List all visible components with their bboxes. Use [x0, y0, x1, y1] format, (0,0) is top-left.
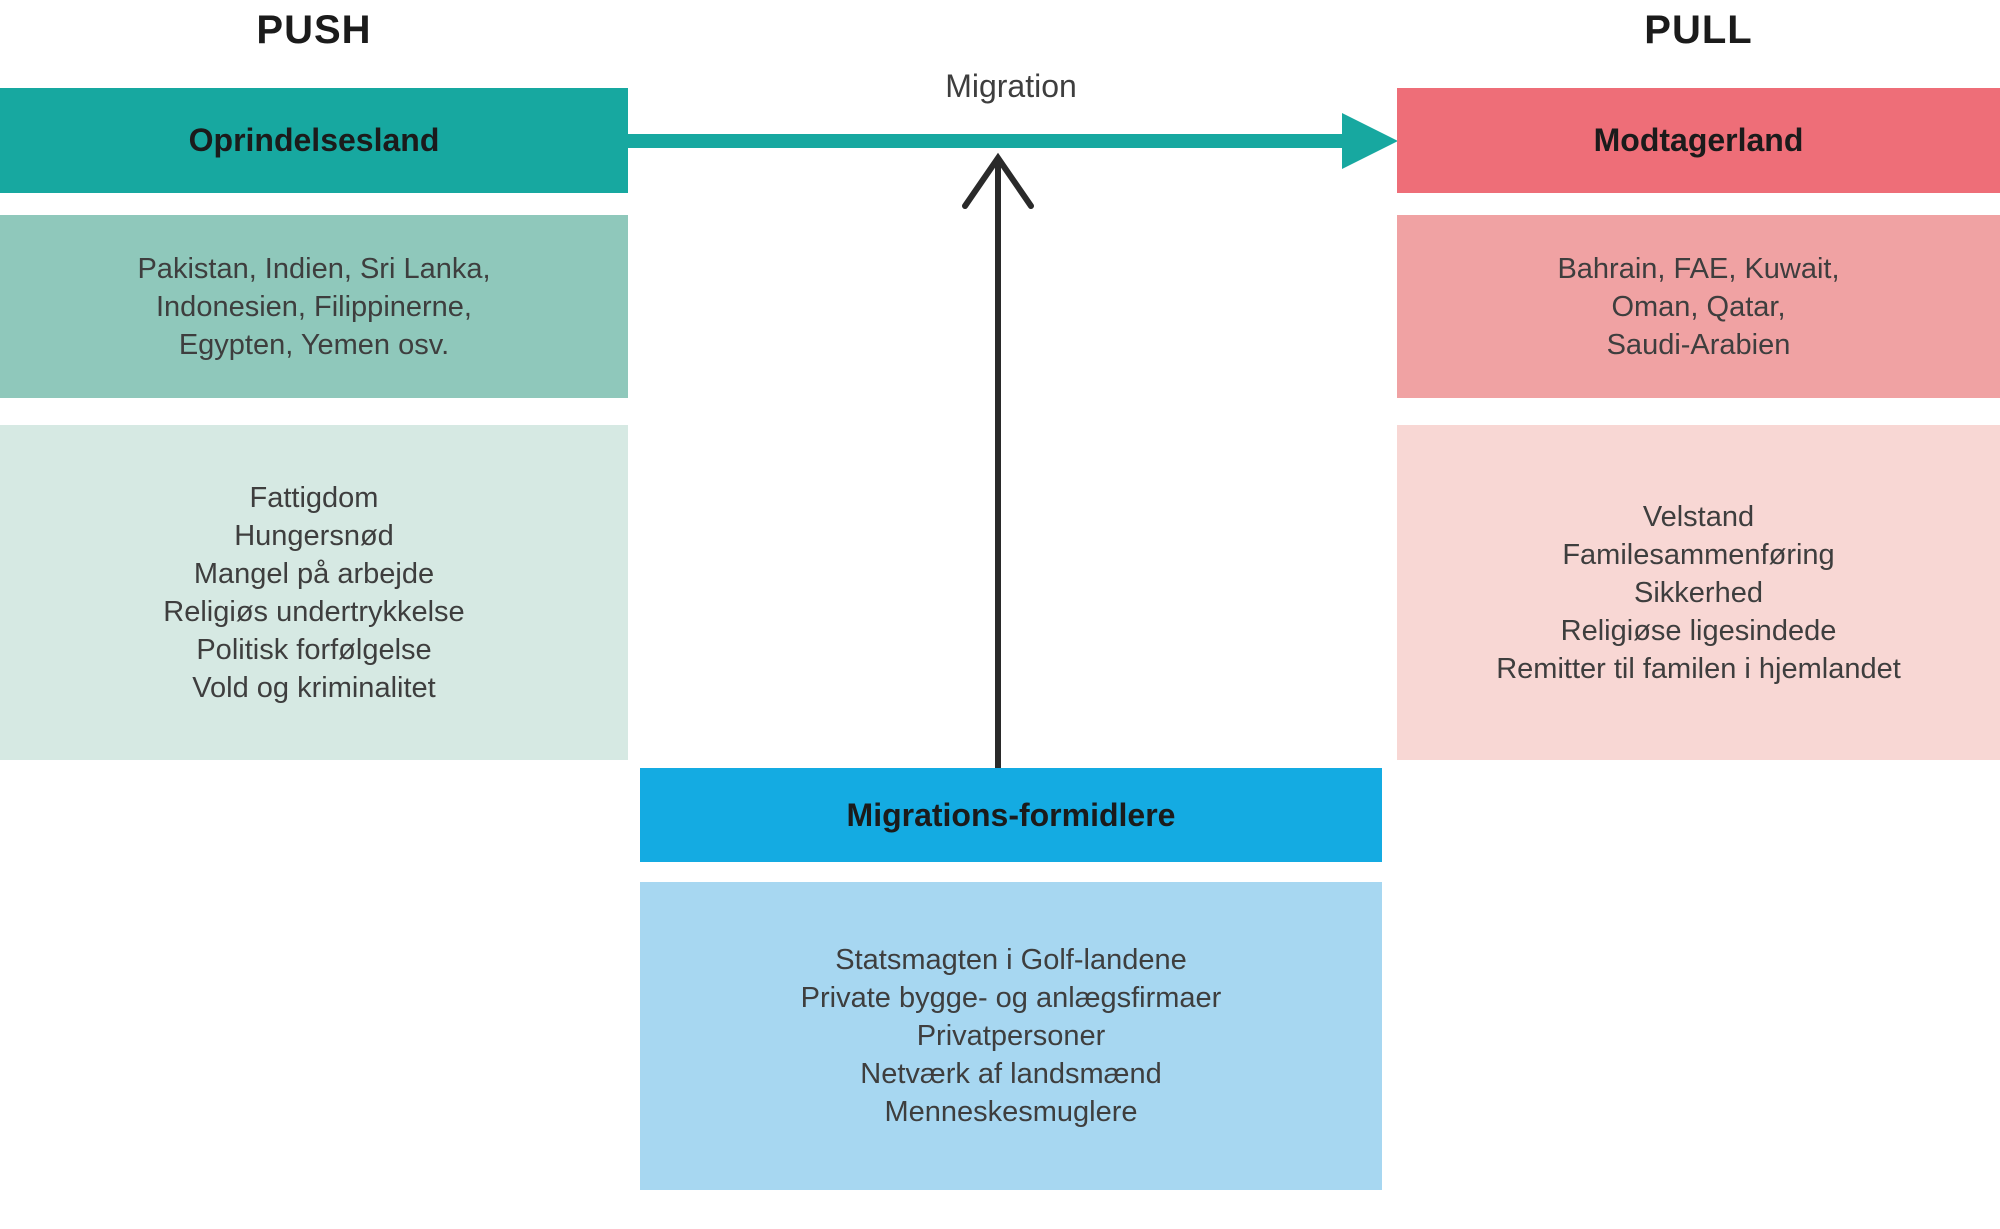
origin-country-header: Oprindelsesland [0, 88, 628, 193]
push-factor: Religiøs undertrykkelse [163, 595, 465, 628]
origin-countries-line: Indonesien, Filippinerne, [156, 290, 472, 323]
push-factor: Mangel på arbejde [193, 557, 435, 590]
migration-agents-header: Migrations-formidlere [640, 768, 1382, 862]
push-factor: Politisk forfølgelse [196, 633, 432, 666]
migration-arrow-head-icon [1342, 113, 1398, 169]
pull-title: PULL [1644, 8, 1753, 52]
pull-factor: Velstand [1642, 500, 1755, 533]
push-factor: Vold og kriminalitet [192, 671, 436, 704]
pull-factor: Remitter til familen i hjemlandet [1496, 652, 1901, 685]
migration-agents-box: Statsmagten i Golf-landene Private bygge… [640, 882, 1382, 1190]
push-factors-box: Fattigdom Hungersnød Mangel på arbejde R… [0, 425, 628, 760]
destination-countries-line: Oman, Qatar, [1611, 290, 1786, 323]
migration-arrow [624, 134, 1346, 148]
migration-agent: Private bygge- og anlægsfirmaer [800, 982, 1222, 1014]
destination-country-header: Modtagerland [1397, 88, 2000, 193]
migration-agent: Privatpersoner [916, 1020, 1106, 1052]
formidlere-up-arrow-icon [962, 152, 1034, 770]
origin-country-header-label: Oprindelsesland [188, 122, 440, 158]
push-title: PUSH [256, 8, 372, 52]
destination-countries-line: Bahrain, FAE, Kuwait, [1557, 252, 1840, 285]
origin-countries-box: Pakistan, Indien, Sri Lanka, Indonesien,… [0, 215, 628, 398]
migration-agent: Netværk af landsmænd [860, 1058, 1162, 1090]
destination-countries-box: Bahrain, FAE, Kuwait, Oman, Qatar, Saudi… [1397, 215, 2000, 398]
push-factor: Hungersnød [234, 519, 394, 552]
pull-factor: Religiøse ligesindede [1560, 614, 1837, 647]
destination-country-header-label: Modtagerland [1593, 122, 1804, 158]
migration-agent: Statsmagten i Golf-landene [835, 944, 1187, 976]
destination-countries-line: Saudi-Arabien [1606, 328, 1791, 361]
origin-countries-line: Egypten, Yemen osv. [178, 328, 450, 361]
push-factor: Fattigdom [249, 481, 379, 514]
origin-countries-line: Pakistan, Indien, Sri Lanka, [137, 252, 491, 285]
pull-factors-box: Velstand Familesammenføring Sikkerhed Re… [1397, 425, 2000, 760]
pull-factor: Sikkerhed [1634, 576, 1763, 609]
migration-arrow-label: Migration [945, 68, 1077, 104]
migration-agents-header-label: Migrations-formidlere [846, 796, 1176, 833]
pull-factor: Familesammenføring [1562, 538, 1835, 571]
migration-agent: Menneskesmuglere [884, 1096, 1138, 1128]
